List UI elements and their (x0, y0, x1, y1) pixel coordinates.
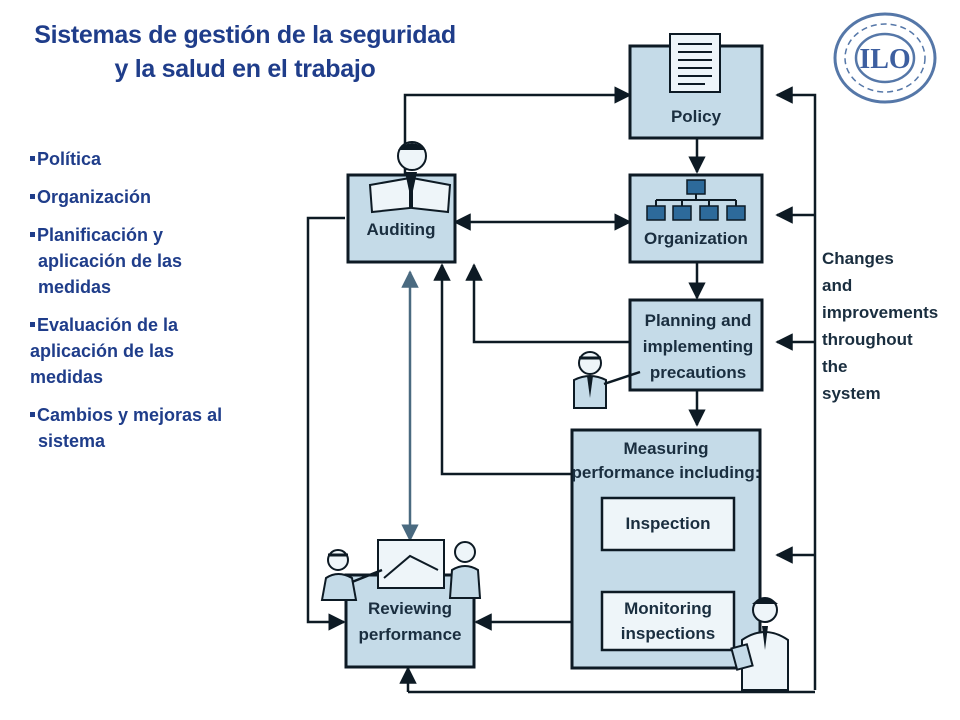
presenter-figure-icon (573, 351, 641, 409)
inspection-label: Inspection (625, 514, 710, 533)
bullet-square-icon (30, 155, 35, 161)
reviewing-label-1: Reviewing (368, 599, 452, 618)
organization-label: Organization (644, 229, 748, 248)
bullet-square-icon (30, 193, 35, 199)
svg-text:system: system (822, 384, 881, 403)
ilo-logo: ILO (833, 12, 937, 104)
title-line-2: y la salud en el trabajo (114, 55, 376, 83)
inspection-box (600, 496, 736, 552)
policy-label: Policy (671, 107, 722, 126)
monitoring-label-2: inspections (621, 624, 715, 643)
monitoring-label-1: Monitoring (624, 599, 712, 618)
auditing-label: Auditing (367, 220, 436, 239)
bullet-square-icon (30, 411, 35, 417)
planning-label-2: implementing (643, 337, 754, 356)
measuring-label-1: Measuring (623, 439, 708, 458)
page-title: Sistemas de gestión de la seguridad y la… (0, 18, 490, 86)
planning-label-3: precautions (650, 363, 746, 382)
auditing-box: Auditing (346, 141, 457, 264)
document-icon (669, 33, 721, 93)
monitoring-box (600, 590, 736, 652)
organization-box: Organization (628, 173, 764, 264)
svg-text:the: the (822, 357, 848, 376)
svg-text:improvements: improvements (822, 303, 938, 322)
bullet-square-icon (30, 321, 35, 327)
planning-label-1: Planning and (645, 311, 752, 330)
reviewing-label-2: performance (359, 625, 462, 644)
bullet-square-icon (30, 231, 35, 237)
svg-text:Changes: Changes (822, 249, 894, 268)
svg-text:throughout: throughout (822, 330, 913, 349)
bullet-item: Política (30, 146, 290, 172)
auditor-reading-icon (368, 141, 452, 214)
bullet-item: Evaluación de la aplicación de las medid… (30, 315, 179, 387)
org-chart-icon (646, 179, 746, 221)
measuring-box: Measuring performance including: Inspect… (570, 428, 762, 670)
inspector-figure-icon (730, 597, 789, 691)
side-note: Changes and improvements throughout the … (822, 249, 938, 403)
measuring-label-2: performance including: (572, 463, 761, 482)
review-team-icon (320, 539, 482, 601)
bullet-item: Organización (30, 184, 290, 210)
planning-box: Planning and implementing precautions (628, 298, 764, 392)
bullet-item: Cambios y mejoras al sistema (30, 402, 290, 454)
policy-box: Policy (628, 33, 764, 140)
bullet-list: Política Organización Planificación y ap… (30, 146, 290, 466)
logo-text: ILO (859, 44, 910, 75)
bullet-item: Planificación y aplicación de las medida… (30, 222, 290, 300)
title-line-1: Sistemas de gestión de la seguridad (34, 21, 456, 49)
svg-text:and: and (822, 276, 852, 295)
